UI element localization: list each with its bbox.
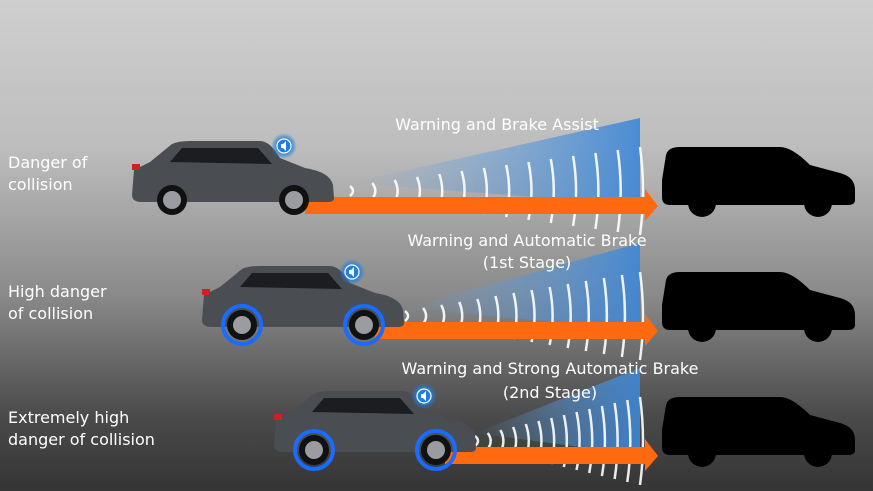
brake-indicator-icon xyxy=(293,429,335,471)
own-car xyxy=(274,391,476,471)
wave-arc xyxy=(422,307,428,325)
wave-arc xyxy=(548,286,554,346)
wave-arc xyxy=(638,396,645,486)
wave-arc xyxy=(575,411,581,471)
wave-arc xyxy=(613,402,619,480)
row-3-label: Extremely high danger of collision xyxy=(8,408,155,449)
row-2-scene xyxy=(202,243,855,361)
wave-arc xyxy=(584,280,590,352)
wave-arc xyxy=(602,277,609,355)
radar-waves xyxy=(404,243,645,361)
target-vehicle-silhouette xyxy=(662,272,855,342)
row-1-label: Danger of collision xyxy=(8,153,88,194)
wave-arc xyxy=(638,146,645,236)
row-3-subtitle: (2nd Stage) xyxy=(502,383,598,402)
wave-arc xyxy=(404,310,410,322)
wave-arc xyxy=(571,155,578,227)
approach-arrow xyxy=(305,189,658,221)
brake-indicator-icon xyxy=(221,304,263,346)
wave-arc xyxy=(620,274,627,358)
wave-arc xyxy=(474,435,480,447)
approach-arrow xyxy=(375,314,658,346)
wave-arc xyxy=(549,158,555,224)
own-car xyxy=(202,266,404,346)
row-2-subtitle: (1st Stage) xyxy=(482,253,572,272)
brake-indicator-icon xyxy=(343,304,385,346)
wave-arc xyxy=(588,408,594,474)
wave-arc xyxy=(626,399,632,483)
wave-arc xyxy=(566,283,572,349)
wave-arc xyxy=(638,271,645,361)
wave-arc xyxy=(371,182,377,200)
approach-arrow xyxy=(445,439,658,471)
row-1-scene xyxy=(132,118,855,236)
row-3-scene xyxy=(274,368,855,486)
own-car xyxy=(132,141,334,215)
wave-arc xyxy=(486,432,492,450)
row-1-title: Warning and Brake Assist xyxy=(395,115,599,134)
target-vehicle-silhouette xyxy=(662,397,855,467)
wave-arc xyxy=(616,149,622,233)
target-vehicle-silhouette xyxy=(662,147,855,217)
brake-indicator-icon xyxy=(415,429,457,471)
wave-arc xyxy=(594,152,600,230)
wave-arc xyxy=(527,161,533,221)
wave-arc xyxy=(349,185,355,197)
row-3-title: Warning and Strong Automatic Brake xyxy=(401,359,699,378)
row-2-label: High danger of collision xyxy=(8,282,107,323)
wave-arc xyxy=(600,405,607,477)
row-2-title: Warning and Automatic Brake xyxy=(407,231,647,250)
